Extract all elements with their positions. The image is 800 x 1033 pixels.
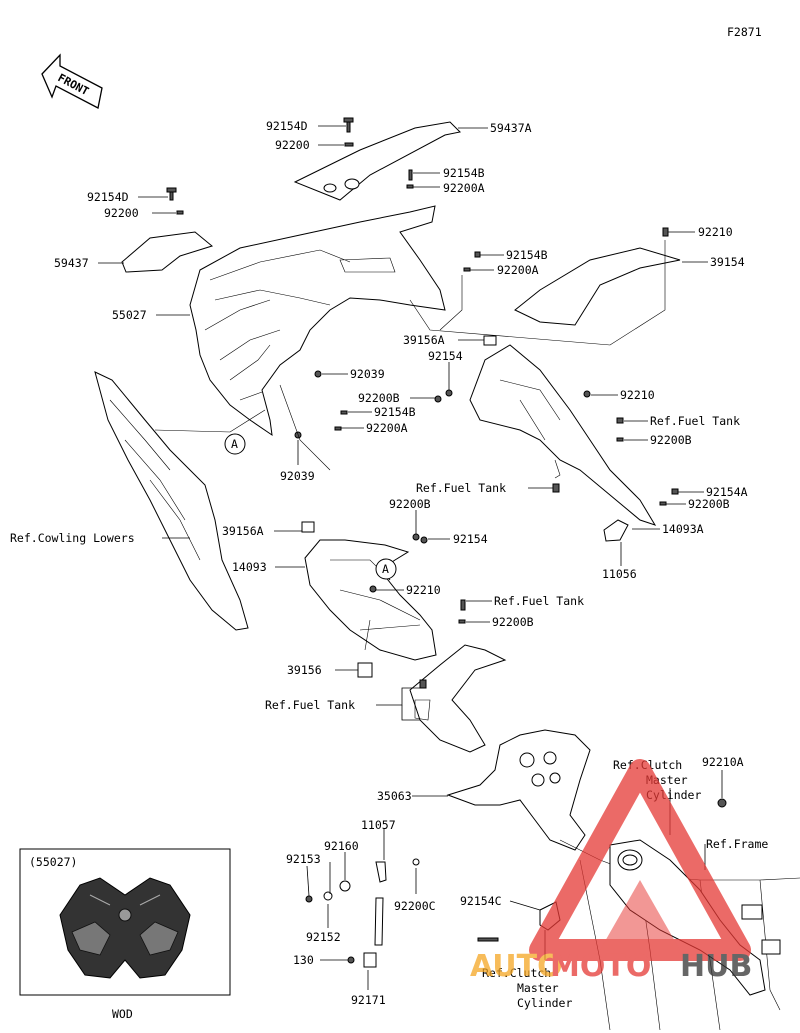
label-59437A[interactable]: 59437A — [490, 121, 532, 135]
label-92153[interactable]: 92153 — [286, 852, 321, 866]
figure-code: F2871 — [727, 25, 762, 39]
label-92154B-a[interactable]: 92154B — [443, 166, 485, 180]
label-92160[interactable]: 92160 — [324, 839, 359, 853]
frame-bracket-group — [446, 729, 800, 1031]
label-55027[interactable]: 55027 — [112, 308, 147, 322]
inset-part-ref: (55027) — [29, 855, 77, 869]
label-92200A-a[interactable]: 92200A — [443, 181, 485, 195]
label-92200-left[interactable]: 92200 — [104, 206, 139, 220]
label-39156[interactable]: 39156 — [287, 663, 322, 677]
watermark-text-2: MOTO — [550, 949, 651, 984]
part-55027 — [189, 205, 446, 437]
part-39156 — [357, 662, 373, 678]
label-92200A-c[interactable]: 92200A — [366, 421, 408, 435]
label-ref-clutch-2a[interactable]: Ref.Clutch — [482, 966, 551, 980]
label-ref-clutch-2c[interactable]: Cylinder — [517, 996, 572, 1010]
part-59437A — [293, 121, 462, 201]
label-92200C[interactable]: 92200C — [394, 899, 436, 913]
watermark-logo: AUTO MOTO HUB — [470, 759, 752, 984]
front-arrow-icon: FRONT — [41, 53, 103, 109]
label-92200A-b[interactable]: 92200A — [497, 263, 539, 277]
cowling-lowers-panel — [94, 371, 249, 631]
svg-text:A: A — [231, 437, 238, 451]
label-11057[interactable]: 11057 — [361, 818, 396, 832]
lower-right-panel — [409, 644, 507, 753]
part-11056 — [603, 519, 629, 542]
watermark-text-1: AUTO — [470, 949, 563, 984]
callout-a-upper: A — [224, 433, 246, 455]
label-92039-a[interactable]: 92039 — [350, 367, 385, 381]
label-35063[interactable]: 35063 — [377, 789, 412, 803]
label-92154B-c[interactable]: 92154B — [374, 405, 416, 419]
label-ref-fuel-tank-2[interactable]: Ref.Fuel Tank — [416, 481, 506, 495]
label-92171[interactable]: 92171 — [351, 993, 386, 1007]
label-39156A-b[interactable]: 39156A — [222, 524, 264, 538]
label-59437[interactable]: 59437 — [54, 256, 89, 270]
label-14093A[interactable]: 14093A — [662, 522, 704, 536]
label-92154C[interactable]: 92154C — [460, 894, 502, 908]
inset-cowl-image — [59, 877, 191, 979]
inset-caption: WOD — [112, 1007, 133, 1021]
label-92200B-e[interactable]: 92200B — [492, 615, 534, 629]
label-ref-frame[interactable]: Ref.Frame — [706, 837, 768, 851]
part-labels: 92154D 92200 59437A 92154B 92200A 92154D… — [10, 119, 768, 1010]
label-92210-b[interactable]: 92210 — [620, 388, 655, 402]
svg-text:A: A — [382, 562, 389, 576]
middle-panel-group — [301, 521, 507, 753]
label-92200B-c[interactable]: 92200B — [688, 497, 730, 511]
hardware-group — [166, 117, 727, 968]
label-92154B-b[interactable]: 92154B — [506, 248, 548, 262]
part-59437 — [121, 231, 214, 273]
label-92210-c[interactable]: 92210 — [406, 583, 441, 597]
label-130[interactable]: 130 — [293, 953, 314, 967]
label-39154[interactable]: 39154 — [710, 255, 745, 269]
callout-a-lower: A — [375, 558, 397, 580]
part-14093 — [304, 539, 437, 661]
label-92200B-a[interactable]: 92200B — [358, 391, 400, 405]
label-39156A-a[interactable]: 39156A — [403, 333, 445, 347]
label-11056[interactable]: 11056 — [602, 567, 637, 581]
part-39156A-top — [483, 335, 497, 346]
label-92154D-left[interactable]: 92154D — [87, 190, 129, 204]
label-92154-b[interactable]: 92154 — [453, 532, 488, 546]
part-39154 — [514, 247, 681, 326]
label-ref-fuel-tank-4[interactable]: Ref.Fuel Tank — [265, 698, 355, 712]
label-92039-b[interactable]: 92039 — [280, 469, 315, 483]
inset-box: (55027) WOD — [19, 848, 231, 1021]
label-ref-fuel-tank-1[interactable]: Ref.Fuel Tank — [650, 414, 740, 428]
label-ref-fuel-tank-3[interactable]: Ref.Fuel Tank — [494, 594, 584, 608]
label-92152[interactable]: 92152 — [306, 930, 341, 944]
label-ref-clutch-2b[interactable]: Master — [517, 981, 559, 995]
label-92210A[interactable]: 92210A — [702, 755, 744, 769]
watermark-text-3: HUB — [680, 949, 752, 984]
label-92154A[interactable]: 92154A — [706, 485, 748, 499]
label-92200B-b[interactable]: 92200B — [650, 433, 692, 447]
part-39156A-mid — [301, 521, 315, 533]
label-92210-a[interactable]: 92210 — [698, 225, 733, 239]
label-92200B-d[interactable]: 92200B — [389, 497, 431, 511]
part-14093A — [469, 344, 657, 526]
label-92154D-top[interactable]: 92154D — [266, 119, 308, 133]
label-14093[interactable]: 14093 — [232, 560, 267, 574]
label-92154-a[interactable]: 92154 — [428, 349, 463, 363]
upper-cowl-assembly — [121, 121, 681, 542]
label-ref-cowling-lowers[interactable]: Ref.Cowling Lowers — [10, 531, 135, 545]
label-92200-top[interactable]: 92200 — [275, 138, 310, 152]
